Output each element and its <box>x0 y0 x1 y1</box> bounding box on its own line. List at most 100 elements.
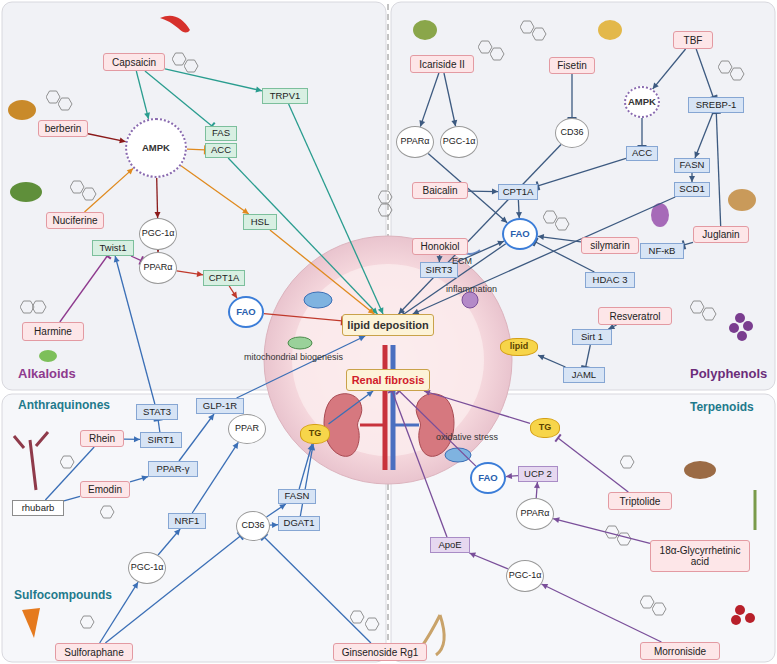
licorice-icon <box>754 490 757 530</box>
connector <box>264 314 342 321</box>
annotation: oxidative stress <box>436 432 498 442</box>
connector <box>696 49 713 97</box>
compound-box: berberin <box>38 120 88 137</box>
node-text: FAO <box>236 307 256 317</box>
node-text: Fisetin <box>557 60 586 71</box>
connector <box>558 438 628 492</box>
node-text: CD36 <box>241 521 264 531</box>
node-text: PPAR <box>235 424 259 434</box>
node-text: lipid <box>510 342 529 352</box>
node-text: berberin <box>45 123 82 134</box>
section-title: Terpenoids <box>690 400 754 414</box>
node-text: FASN <box>680 160 705 170</box>
annotation: inflammation <box>446 284 497 294</box>
target-circle: PGC-1α <box>139 218 177 250</box>
node-text: Baicalin <box>422 185 457 196</box>
arrow-head <box>127 168 133 174</box>
target-box: ACC <box>205 143 237 158</box>
node-text: PGC-1α <box>131 563 164 573</box>
target-box: JAML <box>563 367 605 383</box>
connector <box>179 414 214 461</box>
connector <box>399 144 561 314</box>
node-text: Capsaicin <box>112 57 156 68</box>
compound-box: silymarin <box>581 237 639 254</box>
target-box: NRF1 <box>168 513 206 529</box>
target-box: CPT1A <box>498 184 538 200</box>
arrow-head <box>378 307 383 314</box>
section-title: Polyphenols <box>690 366 767 381</box>
section-title: Alkaloids <box>18 366 76 381</box>
lipid-droplet: TG <box>530 418 560 438</box>
arrow-head <box>174 529 180 536</box>
compound-box: Resveratrol <box>598 307 672 325</box>
node-text: TG <box>309 429 322 439</box>
target-box: DGAT1 <box>278 516 320 531</box>
node-text: lipid deposition <box>347 319 428 331</box>
compound-box: Nuciferine <box>46 212 104 229</box>
connector <box>684 242 693 245</box>
compound-box: Icariside II <box>410 55 474 73</box>
node-text: STAT3 <box>143 407 171 417</box>
compound-box: Ginsenoside Rg1 <box>333 643 427 661</box>
arrow-head <box>367 391 374 397</box>
compound-box: Harmine <box>22 322 84 341</box>
node-text: Twist1 <box>100 243 127 253</box>
target-box: CPT1A <box>203 270 245 286</box>
node-text: AMPK <box>142 143 170 153</box>
connector <box>267 504 286 517</box>
connector <box>158 529 180 555</box>
renal-artery <box>360 424 385 427</box>
target-circle: PPARα <box>516 498 554 530</box>
hub-circle: AMPK <box>624 86 660 118</box>
connector <box>695 113 713 158</box>
arrow-head <box>534 482 540 488</box>
connector <box>64 496 80 500</box>
mitochondrion-icon <box>288 337 312 349</box>
connector <box>299 444 312 489</box>
compound-box: TBF <box>673 31 713 49</box>
outcome-box: lipid deposition <box>342 314 434 336</box>
node-text: PPAR-γ <box>156 464 189 474</box>
target-box: Twist1 <box>92 240 134 256</box>
node-text: PPARα <box>520 509 549 519</box>
node-text: Icariside II <box>419 59 465 70</box>
connector <box>84 168 133 212</box>
inhibition-bar <box>555 434 560 441</box>
target-box: SIRT1 <box>140 432 182 448</box>
node-text: Harmine <box>34 326 72 337</box>
node-text: PPARα <box>400 137 429 147</box>
target-box: ApoE <box>430 537 470 553</box>
target-box: GLP-1R <box>196 398 244 414</box>
node-text: SIRT1 <box>148 435 175 445</box>
connector <box>131 256 141 261</box>
target-box: FAS <box>205 126 237 141</box>
compound-box: Emodin <box>80 481 130 498</box>
node-text: SCD1 <box>679 184 704 194</box>
connector <box>641 118 642 146</box>
connector <box>187 149 205 151</box>
plant-label: rhubarb <box>12 500 64 516</box>
annotation: mitochondrial biogenesis <box>244 352 343 362</box>
hub-circle: AMPK <box>125 118 187 178</box>
node-text: Sirt 1 <box>581 332 603 342</box>
compound-box: Rhein <box>80 430 124 447</box>
target-box: STAT3 <box>136 404 178 420</box>
connector <box>270 230 374 314</box>
target-box: HSL <box>243 214 277 230</box>
rhubarb-icon <box>14 432 48 490</box>
arrow-head <box>358 336 365 341</box>
vena-cava <box>391 345 396 470</box>
node-text: HSL <box>251 217 269 227</box>
arrow-head <box>469 553 476 559</box>
node-text: CD36 <box>560 128 583 138</box>
immune-cell-icon <box>462 292 478 308</box>
arrow-head <box>538 355 545 361</box>
target-box: UCP 2 <box>518 466 558 482</box>
node-text: Morroniside <box>654 646 706 657</box>
arrow-head <box>541 584 548 589</box>
triptolide-root-icon <box>684 461 716 479</box>
target-circle: PGC-1α <box>506 560 544 592</box>
connector <box>165 69 262 91</box>
node-text: Sulforaphane <box>64 647 124 658</box>
connector <box>538 158 626 185</box>
